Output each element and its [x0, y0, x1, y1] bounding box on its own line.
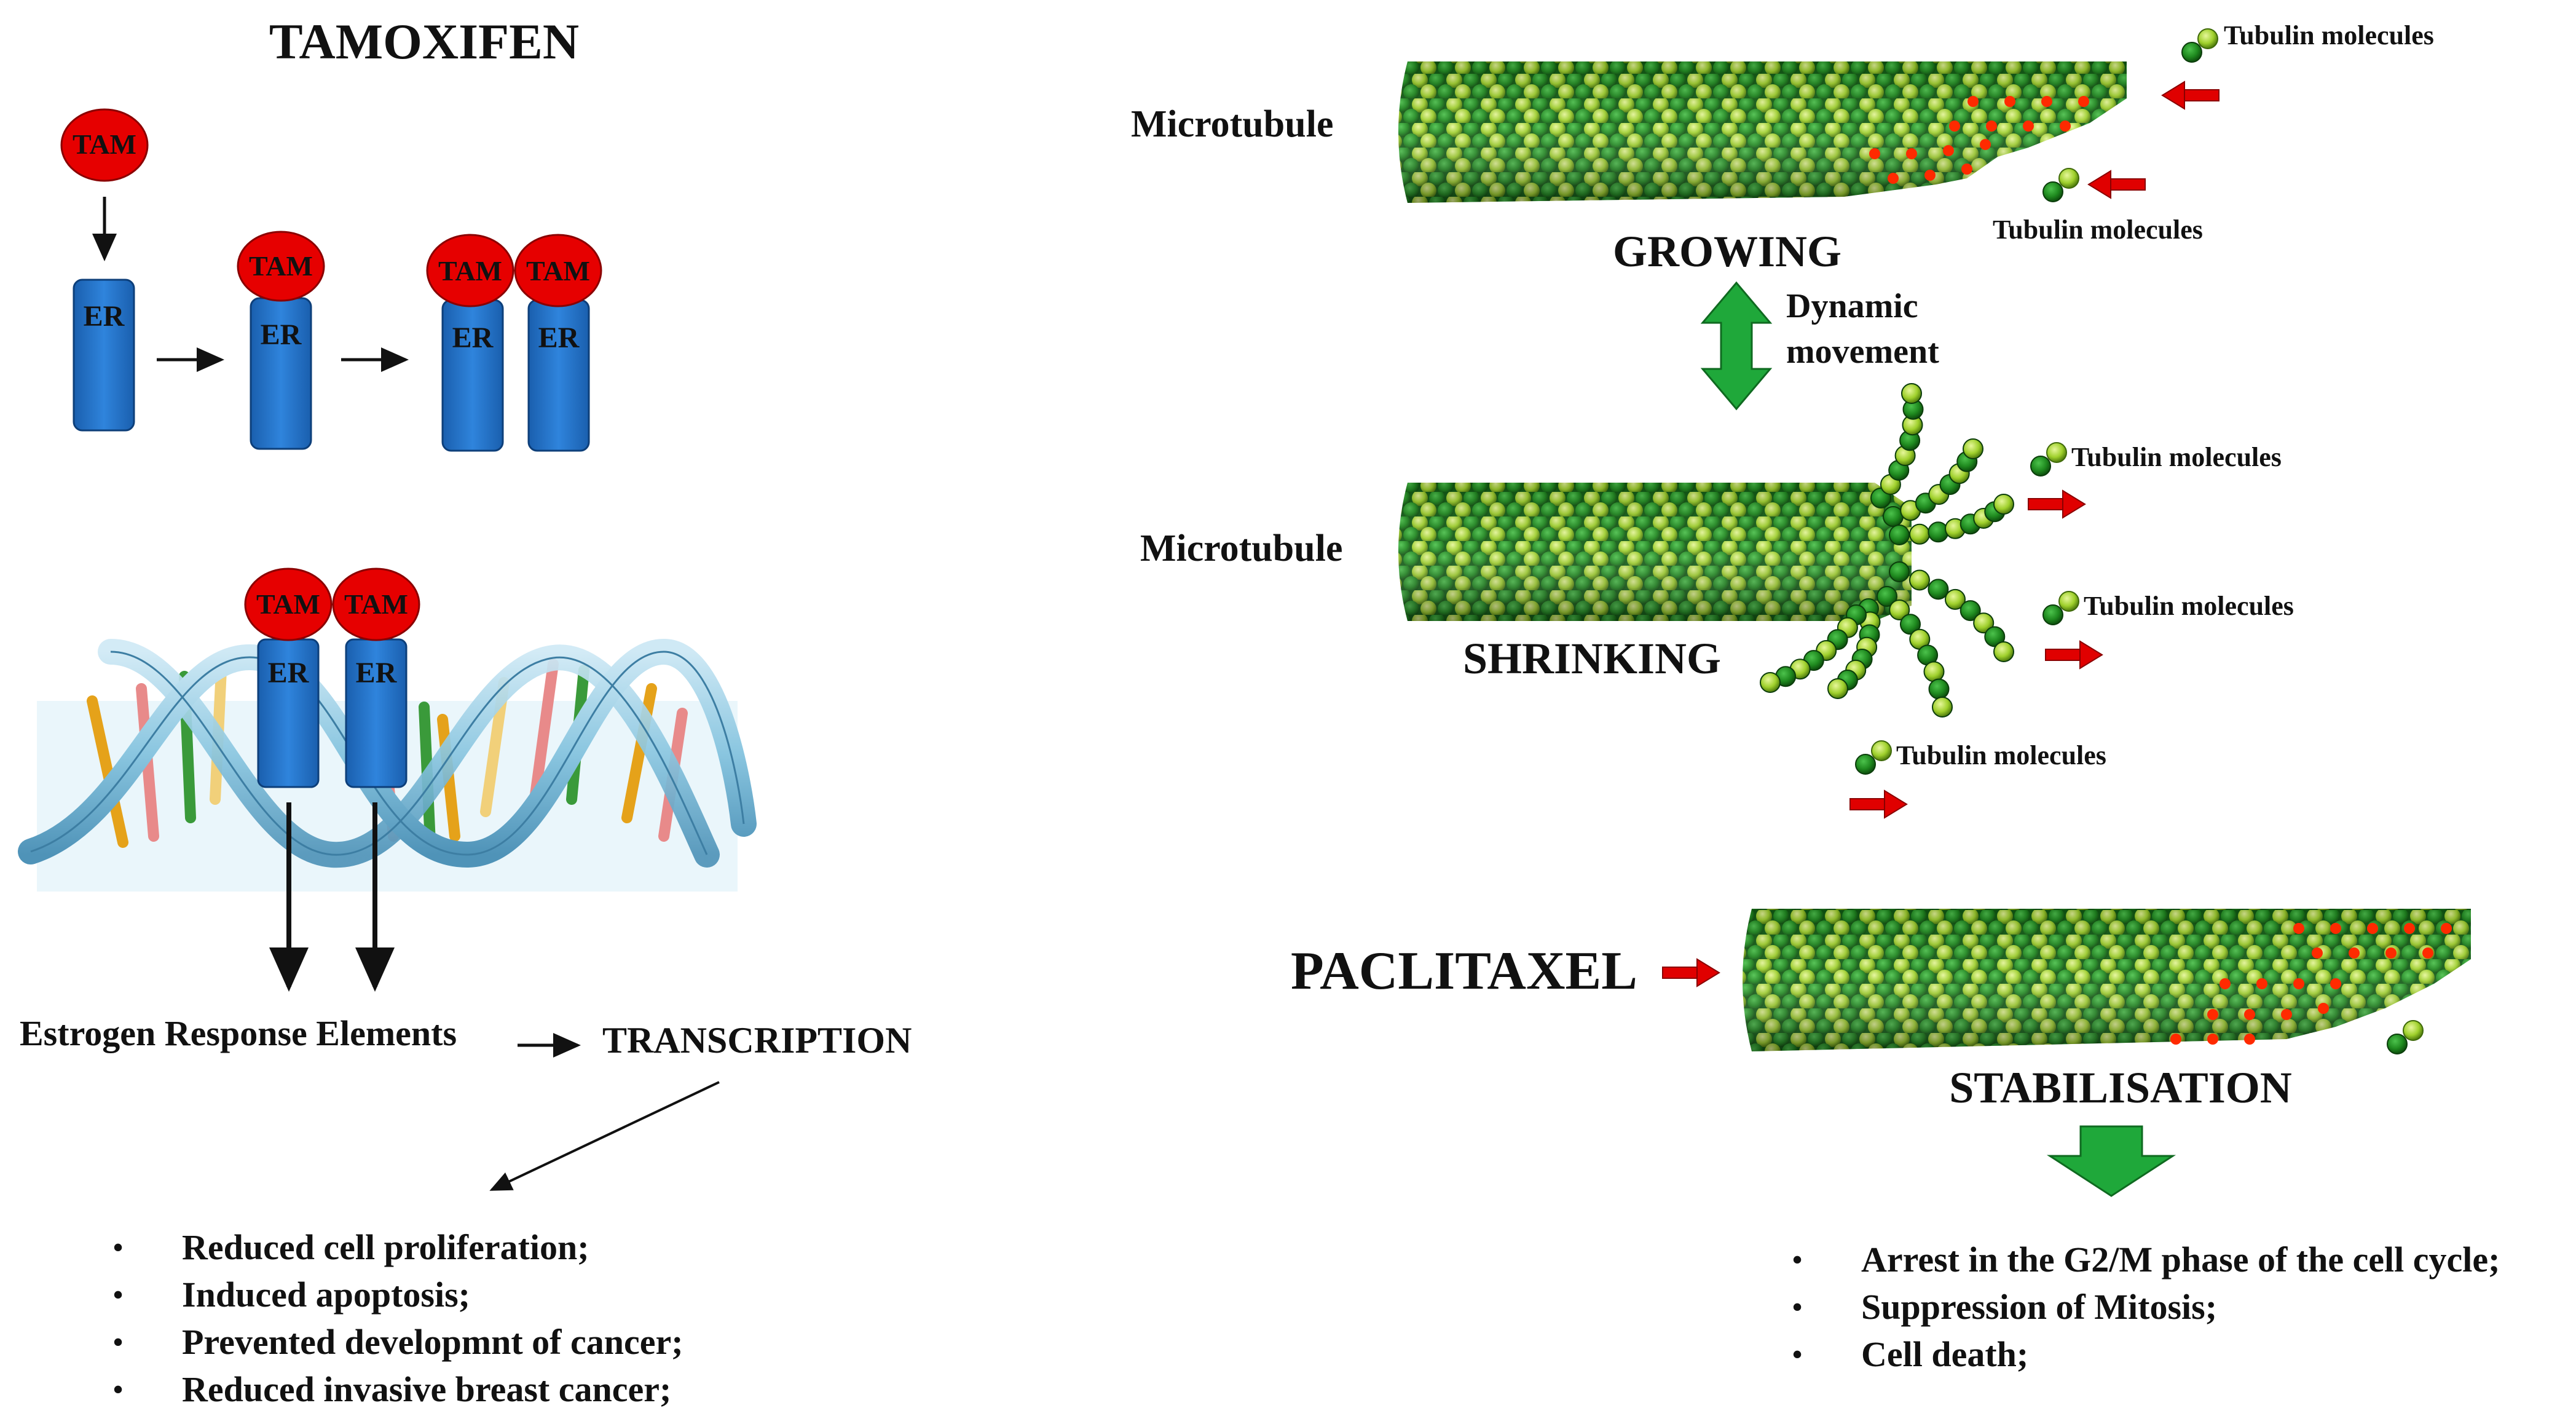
- tamoxifen-effect-item: Induced apoptosis;: [113, 1271, 683, 1318]
- tubulin-subunit: [1889, 524, 1910, 545]
- microtubule-label: Microtubule: [1131, 103, 1334, 145]
- paclitaxel-effect-item: Cell death;: [1792, 1331, 2500, 1378]
- tam-ligand: [514, 234, 602, 307]
- outgoing-arrow: [1849, 790, 1907, 818]
- arrow-to-effects: [489, 1081, 720, 1191]
- tubulin-label-top: Tubulin molecules: [2224, 20, 2434, 50]
- transcription-label: TRANSCRIPTION: [602, 1020, 912, 1061]
- tubulin-subunit: [1993, 641, 2014, 662]
- er-label: ER: [538, 322, 580, 354]
- er-label: ER: [261, 318, 302, 351]
- tubulin-subunit: [1909, 523, 1930, 545]
- tubulin-subunit: [1883, 506, 1904, 527]
- tubulin-dimer: [2030, 442, 2067, 477]
- tubulin-subunit: [1827, 678, 1848, 699]
- dynamic-label-line2: movement: [1786, 333, 1939, 371]
- er-label: ER: [84, 300, 125, 333]
- tam-label: TAM: [256, 588, 320, 620]
- dynamic-label-line1: Dynamic: [1786, 287, 1918, 325]
- outgoing-arrow: [2028, 490, 2086, 518]
- tubulin-subunit: [1889, 561, 1910, 582]
- frayed-protofilaments: [1760, 383, 2014, 718]
- tubulin-subunit: [1993, 494, 2014, 515]
- tubulin-subunit: [1963, 438, 1983, 459]
- tamoxifen-effect-item: Reduced invasive breast cancer;: [113, 1366, 683, 1413]
- tam-ligand: [426, 234, 514, 307]
- tam-ligand: [244, 568, 333, 641]
- tubulin-subunit: [1909, 569, 1930, 591]
- tubulin-subunit: [1760, 672, 1781, 693]
- paclitaxel-arrow: [1662, 959, 1720, 987]
- tubulin-subunit: [1973, 612, 1995, 634]
- outgoing-arrow: [2045, 641, 2103, 669]
- tubulin-label-2: Tubulin molecules: [2084, 591, 2294, 621]
- paclitaxel-effect-item: Arrest in the G2/M phase of the cell cyc…: [1792, 1236, 2500, 1283]
- er-label: ER: [268, 657, 310, 689]
- microtubule-label: Microtubule: [1140, 528, 1343, 569]
- tubulin-subunit: [1928, 678, 1950, 700]
- shrinking-label: SHRINKING: [1463, 634, 1721, 683]
- incoming-arrow: [2088, 170, 2146, 199]
- tamoxifen-effect-item: Prevented developmnt of cancer;: [113, 1318, 683, 1366]
- stabilisation-label: STABILISATION: [1949, 1063, 2292, 1112]
- growing-label: GROWING: [1613, 227, 1841, 276]
- microtubule-stabilised: [1743, 909, 2471, 1051]
- paclitaxel-label: PACLITAXEL: [1291, 941, 1637, 1001]
- tubulin-label-bottom: Tubulin molecules: [1993, 215, 2203, 245]
- tubulin-dimer: [2181, 28, 2218, 63]
- tubulin-subunit: [1945, 588, 1966, 610]
- tam-label: TAM: [249, 250, 313, 282]
- estrogen-receptor: [73, 279, 135, 432]
- tam-label: TAM: [73, 129, 136, 160]
- tubulin-subunit: [1960, 600, 1981, 622]
- tubulin-subunit: [1901, 383, 1922, 404]
- incoming-arrow: [2162, 81, 2220, 109]
- tubulin-dimer: [2042, 168, 2079, 202]
- tubulin-dimer: [2387, 1020, 2424, 1054]
- tamoxifen-title: TAMOXIFEN: [269, 14, 579, 69]
- tubulin-subunit: [1900, 614, 1921, 635]
- tamoxifen-effects-list: Reduced cell proliferation; Induced apop…: [113, 1224, 683, 1413]
- tam-ligand: [60, 108, 149, 182]
- tubulin-subunit: [1877, 586, 1897, 607]
- tam-label: TAM: [526, 255, 590, 287]
- tubulin-subunit: [1928, 521, 1949, 543]
- tubulin-subunit: [1889, 599, 1910, 620]
- tam-label: TAM: [344, 588, 408, 620]
- tubulin-subunit: [1923, 661, 1945, 682]
- tubulin-label-1: Tubulin molecules: [2071, 442, 2282, 472]
- tam-ligand: [237, 231, 325, 302]
- er-label: ER: [356, 657, 398, 689]
- tam-label: TAM: [438, 255, 502, 287]
- dynamic-movement-arrow: [1700, 281, 1773, 411]
- tam-ligand: [332, 568, 420, 641]
- tubulin-dimer: [1855, 740, 1892, 775]
- ere-label: Estrogen Response Elements: [20, 1013, 457, 1053]
- er-label: ER: [452, 322, 494, 354]
- tubulin-label-3: Tubulin molecules: [1896, 740, 2106, 770]
- microtubule-shrinking: [1398, 483, 1912, 621]
- tubulin-dimer: [2042, 591, 2079, 625]
- paclitaxel-effects-list: Arrest in the G2/M phase of the cell cyc…: [1792, 1236, 2500, 1378]
- paclitaxel-effect-item: Suppression of Mitosis;: [1792, 1283, 2500, 1331]
- tubulin-subunit: [1928, 579, 1949, 600]
- tamoxifen-effect-item: Reduced cell proliferation;: [113, 1224, 683, 1271]
- tubulin-subunit: [1932, 697, 1953, 718]
- outcome-arrow: [2046, 1125, 2176, 1197]
- microtubule-growing: [1398, 61, 2127, 203]
